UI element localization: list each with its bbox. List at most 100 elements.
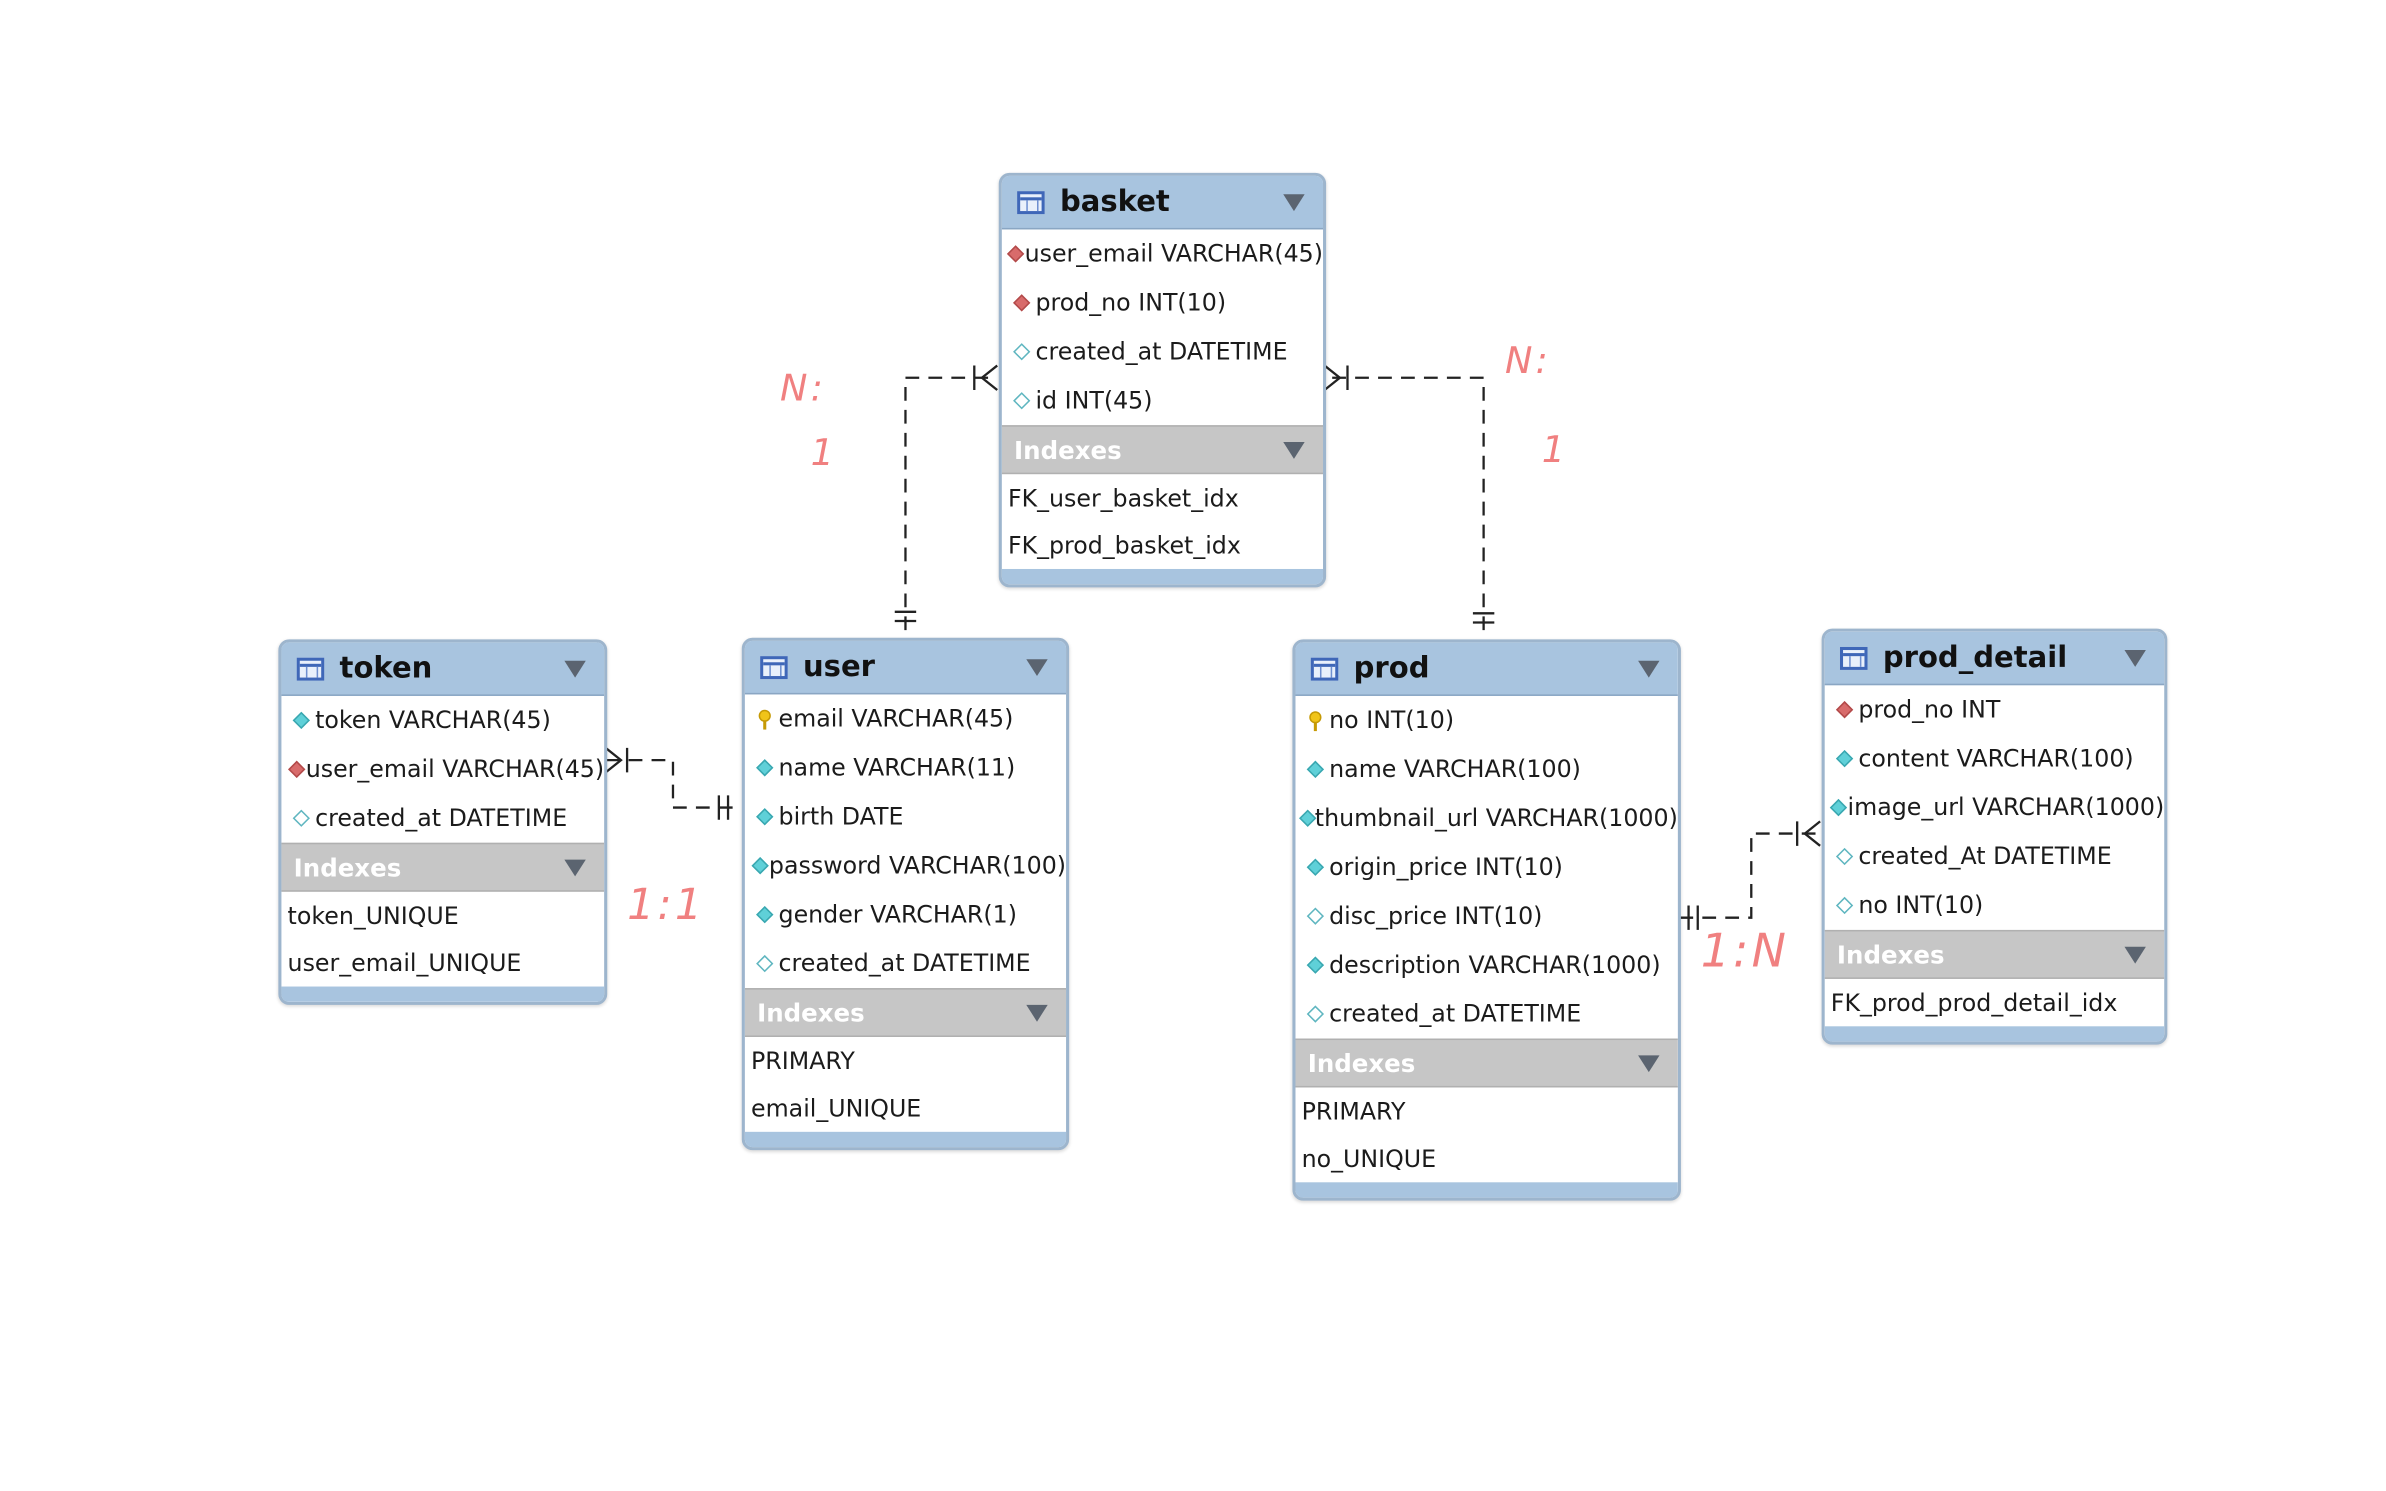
indexes-header[interactable]: Indexes — [1001, 425, 1324, 475]
basket-table-header[interactable]: basket — [1001, 175, 1324, 230]
fk-diamond-icon — [1007, 245, 1025, 263]
token-many-mark — [604, 747, 629, 774]
nullable-diamond-icon — [1835, 896, 1854, 915]
collapse-triangle-icon[interactable] — [1638, 660, 1660, 678]
column-row[interactable]: no INT(10) — [1295, 696, 1677, 745]
column-text: password VARCHAR(100) — [768, 851, 1067, 880]
basket-many-mark — [973, 364, 998, 391]
index-row[interactable]: token_UNIQUE — [287, 901, 459, 930]
token-table-header[interactable]: token — [281, 642, 605, 696]
collapse-triangle-icon[interactable] — [1283, 194, 1305, 212]
column-row[interactable]: prod_no INT(10) — [1002, 278, 1323, 327]
index-row[interactable]: FK_user_basket_idx — [1007, 484, 1239, 512]
column-row[interactable]: id INT(45) — [1002, 376, 1323, 425]
column-text: gender VARCHAR(1) — [778, 900, 1017, 929]
prod-detail-table[interactable]: prod_detail prod_no INT content VARCHAR(… — [1821, 628, 2168, 1045]
column-row[interactable]: user_email VARCHAR(45) — [281, 745, 604, 794]
column-row[interactable]: thumbnail_url VARCHAR(1000) — [1295, 794, 1678, 843]
prod-basket-relationship[interactable] — [1324, 376, 1485, 631]
column-row[interactable]: gender VARCHAR(1) — [745, 890, 1066, 939]
token-user-relationship[interactable] — [605, 759, 741, 809]
column-row[interactable]: email VARCHAR(45) — [745, 694, 1066, 743]
index-row[interactable]: FK_prod_basket_idx — [1007, 531, 1241, 560]
indexes-header[interactable]: Indexes — [1824, 929, 2165, 979]
prod-table[interactable]: prod no INT(10) name VARCHAR(100) thumbn… — [1292, 639, 1681, 1201]
prod-detail-many-mark — [1796, 820, 1821, 847]
column-row[interactable]: name VARCHAR(100) — [1295, 745, 1677, 794]
token-table[interactable]: token token VARCHAR(45) user_email VARCH… — [278, 639, 608, 1005]
table-icon — [1017, 190, 1045, 214]
annotation-user-basket-bottom: 1 — [810, 431, 838, 475]
user-one-mark-left — [717, 795, 730, 820]
column-text: created_at DATETIME — [1329, 1000, 1582, 1028]
user-table-header[interactable]: user — [744, 640, 1067, 695]
table-icon — [296, 656, 325, 680]
index-row[interactable]: email_UNIQUE — [750, 1094, 922, 1122]
column-row[interactable]: image_url VARCHAR(1000) — [1825, 783, 2164, 832]
annotation-prod-basket-top: N: — [1505, 339, 1551, 383]
column-text: created_at DATETIME — [1035, 338, 1288, 366]
index-row[interactable]: PRIMARY — [1301, 1097, 1406, 1125]
column-row[interactable]: no INT(10) — [1825, 881, 2165, 930]
collapse-triangle-icon[interactable] — [564, 660, 586, 678]
indexes-header[interactable]: Indexes — [281, 842, 605, 892]
column-row[interactable]: token VARCHAR(45) — [281, 696, 604, 745]
table-name: user — [802, 650, 876, 684]
indexes-header[interactable]: Indexes — [1295, 1038, 1678, 1088]
basket-table[interactable]: basket user_email VARCHAR(45) prod_no IN… — [998, 172, 1327, 588]
column-row[interactable]: created_at DATETIME — [745, 939, 1066, 988]
user-table[interactable]: user email VARCHAR(45) name VARCHAR(11) … — [741, 637, 1070, 1151]
column-row[interactable]: password VARCHAR(100) — [745, 841, 1066, 890]
column-row[interactable]: prod_no INT — [1825, 685, 2165, 734]
column-row[interactable]: user_email VARCHAR(45) — [1002, 229, 1323, 278]
nullable-diamond-icon — [1835, 847, 1854, 866]
column-row[interactable]: created_at DATETIME — [1295, 990, 1677, 1039]
not-null-diamond-icon — [292, 711, 310, 730]
table-icon — [1839, 646, 1868, 670]
table-icon — [1310, 656, 1339, 680]
column-text: origin_price INT(10) — [1329, 853, 1563, 881]
column-row[interactable]: birth DATE — [745, 792, 1066, 841]
table-name: prod — [1353, 651, 1430, 686]
indexes-label: Indexes — [757, 997, 865, 1028]
column-row[interactable]: disc_price INT(10) — [1295, 892, 1677, 941]
collapse-triangle-icon[interactable] — [1026, 659, 1048, 677]
column-text: created_at DATETIME — [778, 949, 1031, 978]
fk-diamond-icon — [1013, 294, 1031, 312]
column-row[interactable]: created_at DATETIME — [281, 794, 604, 843]
prod-detail-relationship[interactable] — [1679, 832, 1821, 919]
column-text: prod_no INT — [1858, 695, 2001, 724]
user-basket-relationship[interactable] — [904, 376, 998, 631]
index-row[interactable]: PRIMARY — [750, 1046, 855, 1075]
index-row[interactable]: no_UNIQUE — [1301, 1144, 1437, 1173]
collapse-triangle-icon[interactable] — [2124, 946, 2146, 964]
collapse-triangle-icon[interactable] — [2124, 650, 2146, 667]
annotation-prod-detail: 1:N — [1700, 925, 1789, 979]
index-row[interactable]: FK_prod_prod_detail_idx — [1830, 988, 2118, 1017]
indexes-header[interactable]: Indexes — [744, 988, 1067, 1038]
column-row[interactable]: content VARCHAR(100) — [1825, 734, 2165, 783]
fk-diamond-icon — [287, 760, 306, 778]
collapse-triangle-icon[interactable] — [564, 859, 586, 877]
column-row[interactable]: created_at DATETIME — [1002, 327, 1323, 376]
column-row[interactable]: name VARCHAR(11) — [745, 743, 1066, 792]
annotation-token-user: 1:1 — [627, 879, 706, 930]
column-row[interactable]: origin_price INT(10) — [1295, 843, 1677, 892]
not-null-diamond-icon — [1835, 749, 1854, 768]
collapse-triangle-icon[interactable] — [1638, 1055, 1660, 1073]
not-null-diamond-icon — [756, 905, 774, 924]
prod-detail-table-header[interactable]: prod_detail — [1824, 631, 2165, 686]
collapse-triangle-icon[interactable] — [1026, 1004, 1048, 1022]
index-row[interactable]: user_email_UNIQUE — [287, 949, 522, 977]
table-footer — [1824, 1026, 2165, 1042]
column-text: user_email VARCHAR(45) — [305, 755, 605, 784]
nullable-diamond-icon — [1306, 907, 1325, 925]
not-null-diamond-icon — [756, 759, 774, 777]
column-row[interactable]: created_At DATETIME — [1825, 832, 2165, 881]
not-null-diamond-icon — [751, 857, 769, 875]
collapse-triangle-icon[interactable] — [1283, 442, 1305, 459]
column-text: prod_no INT(10) — [1035, 289, 1227, 317]
column-row[interactable]: description VARCHAR(1000) — [1295, 941, 1677, 990]
indexes-label: Indexes — [293, 852, 402, 882]
prod-table-header[interactable]: prod — [1295, 642, 1678, 696]
